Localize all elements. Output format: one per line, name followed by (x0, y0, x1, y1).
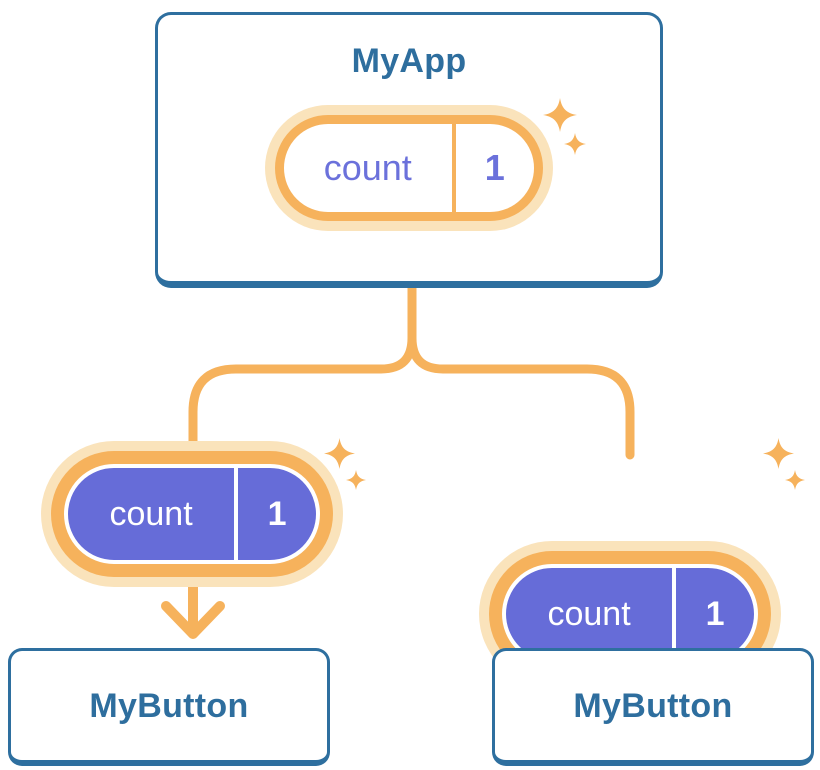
mybutton-card-right: MyButton (492, 648, 814, 766)
arrow-down-icon (161, 560, 225, 639)
pill-divider (234, 464, 239, 564)
connector-right-branch (407, 283, 635, 460)
state-pill-left-child: count 1 (64, 464, 320, 564)
state-value: 1 (267, 494, 287, 533)
sparkle-icon (763, 438, 794, 469)
pill-divider (672, 564, 677, 664)
state-pill-root: count 1 (275, 115, 543, 221)
sparkle-icon (543, 98, 577, 132)
state-value: 1 (484, 147, 505, 188)
state-name: count (109, 494, 193, 533)
connector-left-branch (188, 283, 417, 460)
sparkle-icon (564, 133, 586, 155)
sparkle-icon (324, 438, 355, 469)
state-name: count (547, 594, 631, 633)
state-value: 1 (705, 594, 725, 633)
component-title: MyApp (351, 42, 467, 80)
component-title: MyButton (89, 686, 249, 725)
myapp-card: MyApp count 1 (155, 12, 663, 288)
state-pill-right-child: count 1 (502, 564, 758, 664)
mybutton-card-left: MyButton (8, 648, 330, 766)
state-name: count (323, 147, 412, 188)
component-title: MyButton (573, 686, 733, 725)
sparkle-icon (346, 470, 366, 490)
sparkle-icon (785, 470, 805, 490)
pill-divider (451, 115, 456, 221)
